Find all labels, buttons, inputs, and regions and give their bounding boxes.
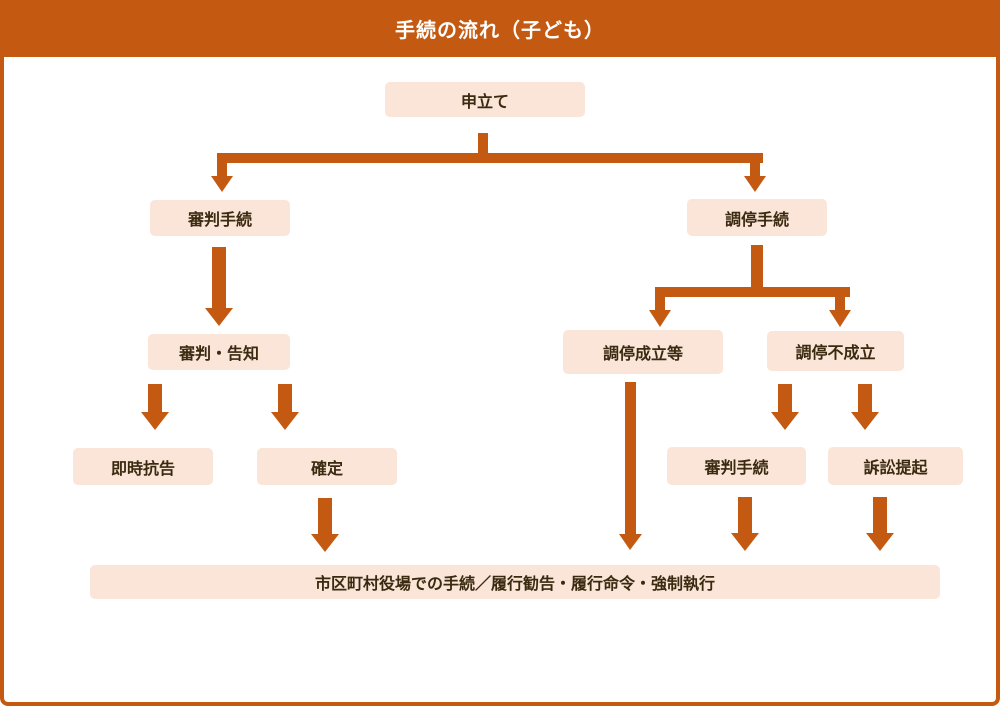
- arrow-notice-to-appeal: [141, 384, 169, 430]
- arrow-failure-to-trial: [771, 384, 799, 430]
- node-finalized: 確定: [257, 448, 397, 485]
- node-lawsuit: 訴訟提起: [828, 447, 963, 485]
- node-mediation-failure: 調停不成立: [767, 331, 904, 371]
- arrow-success-to-final: [619, 382, 642, 550]
- node-mediation-success: 調停成立等: [563, 330, 723, 374]
- arrow-trial-to-notice: [205, 247, 233, 326]
- node-trial-procedure-2: 審判手続: [667, 447, 806, 485]
- node-mediation-procedure: 調停手続: [687, 199, 827, 236]
- node-final-procedures: 市区町村役場での手続／履行勧告・履行命令・強制執行: [90, 565, 940, 599]
- arrow-failure-to-lawsuit: [851, 384, 879, 430]
- node-petition: 申立て: [385, 82, 585, 117]
- arrow-petition-split: [211, 133, 766, 192]
- node-trial-notice: 審判・告知: [148, 334, 290, 370]
- node-trial-procedure: 審判手続: [150, 200, 290, 236]
- arrow-notice-to-finalized: [271, 384, 299, 430]
- diagram-title: 手続の流れ（子ども）: [0, 0, 1000, 57]
- arrow-trial2-to-final: [731, 497, 759, 551]
- arrow-mediation-split: [649, 245, 851, 327]
- arrow-finalized-to-final: [311, 498, 339, 552]
- arrow-lawsuit-to-final: [866, 497, 894, 551]
- node-immediate-appeal: 即時抗告: [73, 448, 213, 485]
